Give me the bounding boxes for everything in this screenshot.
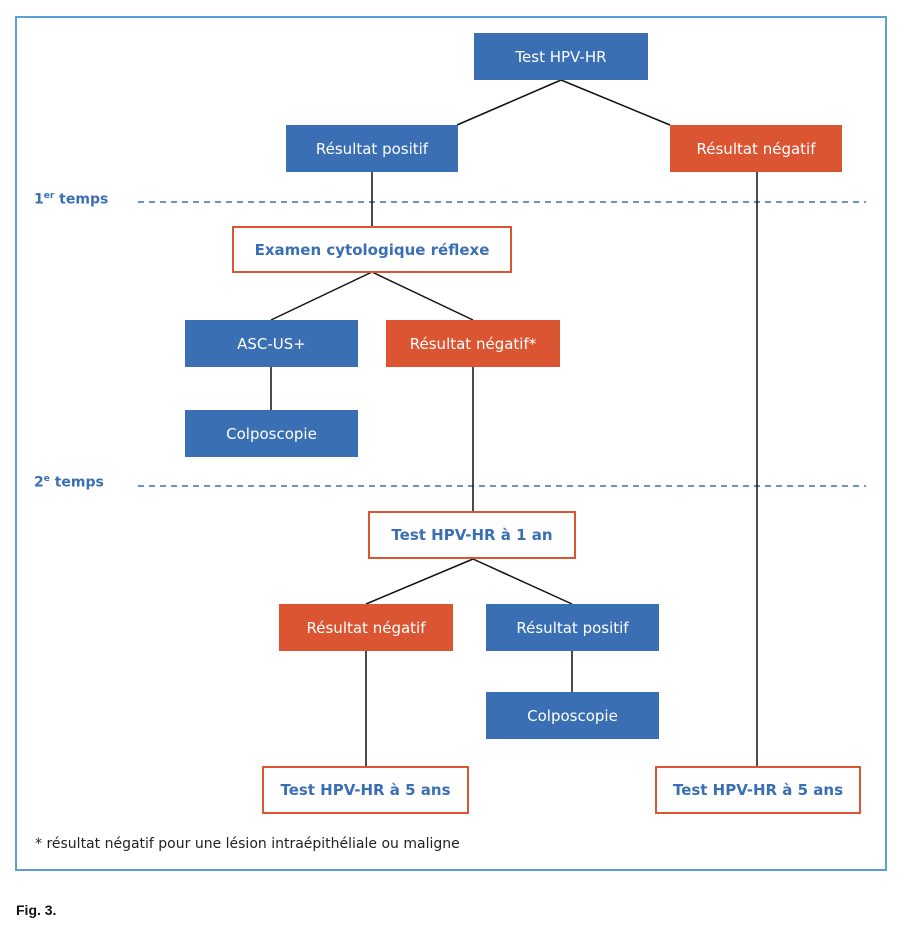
figure-caption: Fig. 3. [16, 902, 57, 918]
node-resultat-positif-1: Résultat positif [286, 125, 458, 172]
node-colposcopie-1: Colposcopie [185, 410, 358, 457]
edge-test1an-negatif [365, 558, 474, 605]
node-ascus: ASC-US+ [185, 320, 358, 367]
edge-test1an-positif [472, 558, 573, 605]
diagram-frame [15, 16, 887, 871]
node-test-hpv: Test HPV-HR [474, 33, 648, 80]
stage-2-label: 2e temps [34, 474, 104, 491]
footnote: * résultat négatif pour une lésion intra… [35, 836, 460, 852]
node-examen-cytologique: Examen cytologique réflexe [232, 226, 512, 273]
node-test-hpv-1an: Test HPV-HR à 1 an [368, 511, 576, 559]
node-test-hpv-5ans-left: Test HPV-HR à 5 ans [262, 766, 469, 814]
node-colposcopie-2: Colposcopie [486, 692, 659, 739]
edge-cytologie-negatif [371, 271, 474, 321]
edge-cytologie-ascus [270, 271, 373, 321]
node-resultat-negatif-1: Résultat négatif [670, 125, 842, 172]
edge-test-negatif [560, 79, 671, 126]
node-resultat-positif-2: Résultat positif [486, 604, 659, 651]
edge-test-positif [456, 79, 562, 126]
node-test-hpv-5ans-right: Test HPV-HR à 5 ans [655, 766, 861, 814]
node-resultat-negatif-2: Résultat négatif [279, 604, 453, 651]
stage-1-label: 1er temps [34, 191, 109, 208]
node-resultat-negatif-cyto: Résultat négatif* [386, 320, 560, 367]
